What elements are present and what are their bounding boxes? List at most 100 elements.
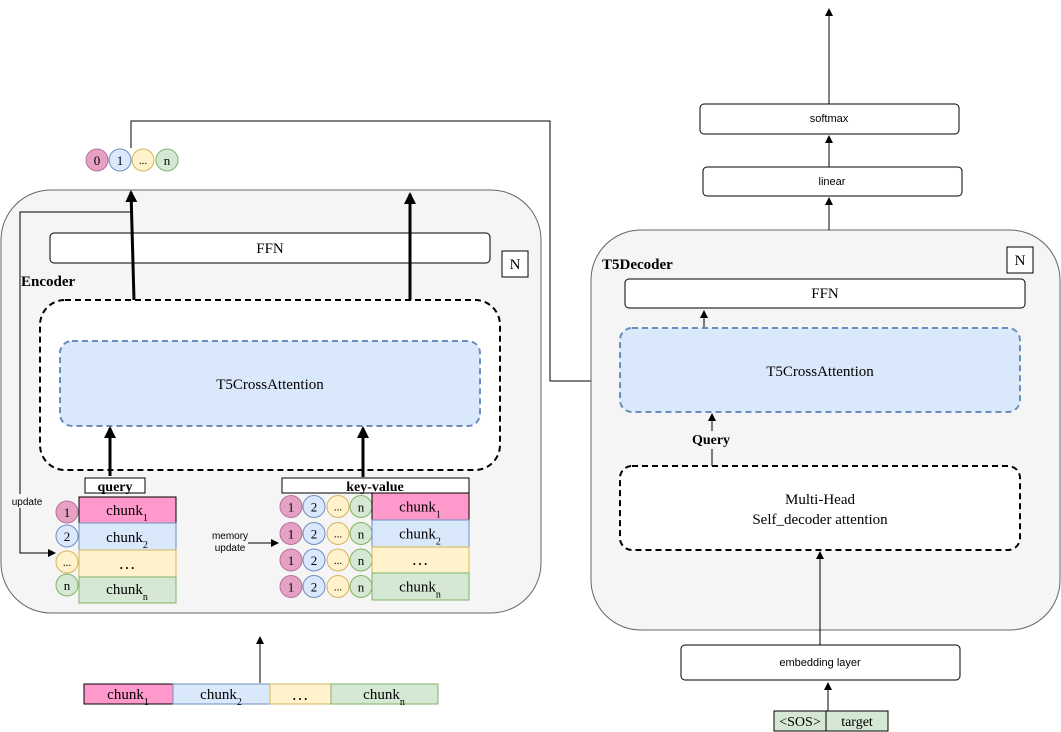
query-token-n-label: n	[64, 578, 71, 593]
encoder-label: Encoder	[21, 274, 76, 290]
embedding-layer-label: embedding layer	[779, 657, 861, 669]
kv-token	[326, 575, 350, 598]
query-chunk-1	[78, 496, 177, 524]
memory-token-n	[155, 148, 179, 172]
kv-token-label: ...	[334, 582, 343, 594]
query-token-2-label: 2	[64, 529, 71, 544]
kv-chunk-label: chunk2	[399, 527, 441, 548]
memory-update-label-line2: update	[215, 543, 246, 554]
decoder-n-box	[1006, 246, 1034, 274]
input-chunk-n-label: chunkn	[363, 687, 405, 708]
query-token-2	[55, 524, 79, 548]
query-chunk-ellipsis	[78, 549, 177, 578]
input-chunks: chunk1 chunk2 … chunkn	[83, 683, 439, 708]
query-token-1	[55, 500, 79, 524]
memory-token-0-label: 0	[94, 153, 101, 168]
kv-token-label: 2	[311, 553, 318, 568]
update-label: update	[12, 497, 43, 508]
memory-token-0	[85, 148, 109, 172]
kv-chunk-label: chunk1	[399, 500, 441, 521]
update-label-bg	[8, 494, 46, 508]
input-chunk-n	[330, 683, 439, 705]
kv-token-label: n	[358, 500, 365, 515]
kv-token-label: n	[358, 580, 365, 595]
memory-token-ellipsis	[131, 148, 155, 172]
query-label: query	[98, 480, 133, 495]
kv-token	[279, 495, 303, 518]
kv-token-label: ...	[334, 555, 343, 567]
query-token-1-label: 1	[64, 505, 71, 520]
decoder-ffn-box	[624, 278, 1026, 309]
memory-update-label-line1: memory	[212, 531, 248, 542]
kv-token	[326, 495, 350, 518]
target-token-label: target	[841, 715, 873, 730]
decoder-ffn-label: FFN	[811, 286, 839, 302]
decoder-query-label: Query	[692, 433, 730, 448]
query-chunk-2-label: chunk2	[106, 530, 148, 551]
target-token-box	[825, 710, 889, 732]
kv-chunk	[371, 572, 470, 601]
kv-token	[279, 575, 303, 598]
kv-token-label: 1	[288, 580, 295, 595]
kv-token-label: n	[358, 553, 365, 568]
memory-tokens: 0 1 ... n	[85, 148, 179, 172]
kv-token	[279, 548, 303, 572]
kv-token-label: ...	[334, 529, 343, 541]
kv-chunk	[371, 492, 470, 521]
memory-token-1-label: 1	[117, 153, 124, 168]
encoder-cross-attention-label: T5CrossAttention	[216, 377, 324, 393]
kv-chunk-label: …	[412, 550, 429, 569]
kv-token-label: 1	[288, 500, 295, 515]
kv-chunk	[371, 519, 470, 548]
kv-token	[302, 522, 326, 545]
input-chunk-ellipsis-label: …	[292, 685, 309, 704]
decoder-self-attention-box	[619, 465, 1021, 551]
kv-token	[302, 495, 326, 518]
self-attention-label-line1: Multi-Head	[785, 492, 855, 508]
decoder-cross-attention-label: T5CrossAttention	[766, 364, 874, 380]
self-attention-label-line2: Self_decoder attention	[752, 512, 888, 528]
query-chunk-n	[78, 576, 177, 604]
kv-token	[326, 548, 350, 572]
kv-chunk-label: chunkn	[399, 580, 441, 601]
encoder-ffn-label: FFN	[256, 241, 284, 257]
input-chunk-2-label: chunk2	[200, 687, 242, 708]
query-chunk-1-label: chunk1	[106, 503, 148, 524]
kv-token-label: 2	[311, 500, 318, 515]
kv-token-label: n	[358, 527, 365, 542]
update-loop-line	[19, 211, 131, 557]
input-chunk-1-label: chunk1	[107, 687, 149, 708]
encoder-ffn-box	[49, 232, 491, 264]
encoder-cross-attention-box	[59, 340, 481, 427]
query-token-ellipsis	[55, 550, 79, 574]
encoder-n-box	[501, 250, 529, 278]
embedding-layer-box	[680, 644, 961, 681]
kv-token-label: 2	[311, 527, 318, 542]
key-value-label: key-value	[346, 480, 404, 495]
memory-token-ellipsis-label: ...	[139, 155, 148, 167]
linear-box	[702, 166, 963, 197]
sos-token-label: <SOS>	[779, 715, 821, 730]
linear-label: linear	[819, 176, 846, 188]
encoder-n-label: N	[510, 257, 521, 273]
kv-token-label: ...	[334, 502, 343, 514]
query-label-box	[84, 477, 146, 494]
memory-token-1	[108, 148, 132, 172]
decoder-cross-attention-box	[619, 327, 1021, 413]
memory-token-n-label: n	[164, 153, 171, 168]
kv-token-label: 1	[288, 553, 295, 568]
kv-token	[302, 548, 326, 572]
query-chunk-ellipsis-label: …	[119, 554, 136, 573]
query-chunk-n-label: chunkn	[106, 582, 148, 603]
kv-token	[302, 575, 326, 598]
kv-token-label: 1	[288, 527, 295, 542]
decoder-label: T5Decoder	[602, 257, 673, 273]
query-token-n	[55, 573, 79, 597]
query-chunk-2	[78, 522, 177, 551]
memory-to-decoder-connector	[130, 120, 619, 385]
query-token-ellipsis-label: ...	[63, 557, 72, 569]
encoder-output-arrow-left	[125, 190, 138, 301]
softmax-label: softmax	[810, 113, 849, 125]
